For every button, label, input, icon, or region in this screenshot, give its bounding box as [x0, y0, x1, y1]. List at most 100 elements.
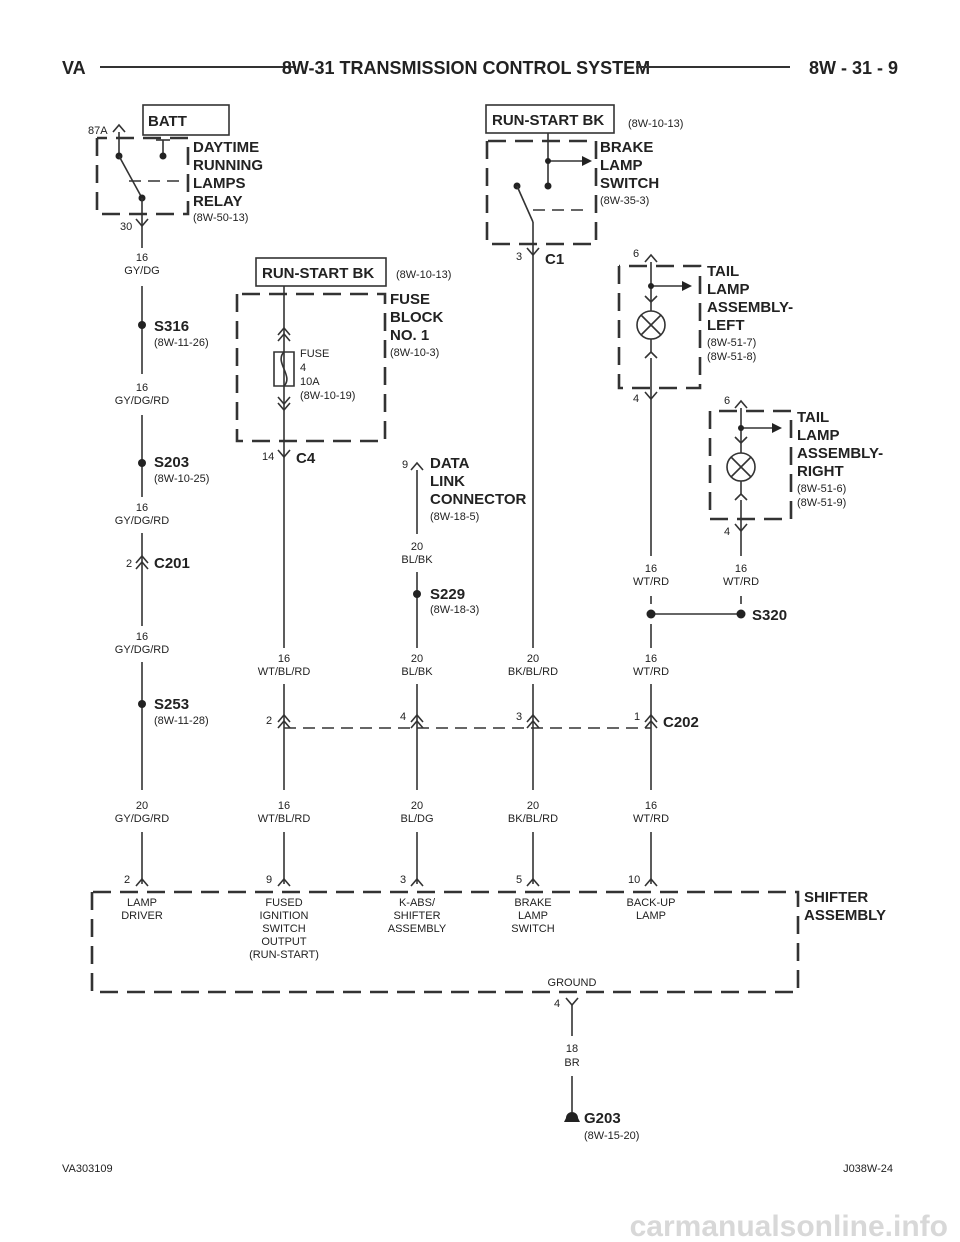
shifter-pin: 10	[628, 874, 640, 886]
ground-ref: (8W-15-20)	[584, 1130, 639, 1142]
wire-color: GY/DG/RD	[115, 395, 169, 407]
wire-color: WT/BL/RD	[258, 813, 311, 825]
wire-color: BL/BK	[401, 554, 433, 566]
shifter-input-brake-switch: SWITCH	[511, 923, 554, 935]
fuse-block-name-1: FUSE	[390, 291, 430, 308]
wire-gauge: 16	[136, 252, 148, 264]
footer-right: J038W-24	[843, 1163, 893, 1175]
wire-color: BK/BL/RD	[508, 813, 558, 825]
fuse-block: RUN-START BK (8W-10-13) FUSE 4 10A (8W-1…	[235, 257, 451, 884]
left-circuit: 16 GY/DG S316 (8W-11-26) 16 GY/DG/RD S20…	[115, 226, 209, 884]
wire-gauge: 16	[645, 800, 657, 812]
fuse-block-ref: (8W-10-3)	[390, 347, 439, 359]
tail-left-name-4: LEFT	[707, 317, 745, 334]
relay-ref: (8W-50-13)	[193, 212, 248, 224]
wire-gauge: 16	[136, 382, 148, 394]
rsbk-top-box	[485, 104, 615, 134]
shifter-pin: 3	[400, 874, 406, 886]
shifter-input-brake-switch: BRAKE	[514, 897, 551, 909]
dlc-name-2: LINK	[430, 473, 465, 490]
brake-switch-name-2: LAMP	[600, 157, 643, 174]
tail-left-name-3: ASSEMBLY-	[707, 299, 793, 316]
brake-switch-ref: (8W-35-3)	[600, 195, 649, 207]
splice-s229: S229	[430, 586, 465, 603]
wire-color: WT/RD	[723, 576, 759, 588]
wire-color: GY/DG/RD	[115, 644, 169, 656]
tail-right-name-2: LAMP	[797, 427, 840, 444]
shifter-input-fused-ignition: (RUN-START)	[249, 949, 319, 961]
wire-gauge: 16	[136, 502, 148, 514]
rsbk-top-label: RUN-START BK	[492, 112, 604, 129]
c202-pin: 3	[516, 711, 522, 723]
c202-pin: 1	[634, 711, 640, 723]
wire-color: WT/BL/RD	[258, 666, 311, 678]
wire-gauge: 20	[527, 800, 539, 812]
shifter-pin: 2	[124, 874, 130, 886]
tail-right-ref-1: (8W-51-6)	[797, 483, 846, 495]
splice-s229-ref: (8W-18-3)	[430, 604, 479, 616]
wire-color: WT/RD	[633, 576, 669, 588]
connector-c1: C1	[545, 251, 564, 268]
rsbk-source-box	[255, 257, 387, 287]
tail-right-name-3: ASSEMBLY-	[797, 445, 883, 462]
watermark: carmanualsonline.info	[630, 1210, 948, 1242]
wire-gauge: 20	[527, 653, 539, 665]
header-left: VA	[62, 58, 86, 78]
batt-label: BATT	[148, 113, 187, 130]
data-link-connector: 9 DATA LINK CONNECTOR (8W-18-5) 20 BL/BK…	[400, 455, 527, 884]
shifter-pin: 5	[516, 874, 522, 886]
connector-c202-group: 2 4 3 1 C202	[266, 711, 699, 731]
relay-pin-87a: 87A	[88, 125, 108, 137]
relay-name-2: RUNNING	[193, 157, 263, 174]
wire-color: GY/DG/RD	[115, 813, 169, 825]
c201-pin: 2	[126, 558, 132, 570]
wire-color: BL/DG	[400, 813, 433, 825]
brake-switch-pin: 3	[516, 251, 522, 263]
brake-switch-name-3: SWITCH	[600, 175, 659, 192]
splice-dot	[646, 609, 656, 619]
splice-dot	[138, 700, 146, 708]
ground-name: G203	[584, 1110, 621, 1127]
splice-dot	[736, 609, 746, 619]
page-footer: VA303109 J038W-24	[62, 1163, 893, 1175]
fuse-block-pin: 14	[262, 451, 274, 463]
fuse-label: FUSE	[300, 348, 329, 360]
splice-s203-ref: (8W-10-25)	[154, 473, 209, 485]
shifter-input-kabs: ASSEMBLY	[388, 923, 447, 935]
dlc-ref: (8W-18-5)	[430, 511, 479, 523]
splice-s253-ref: (8W-11-28)	[154, 715, 209, 727]
wire-color: WT/RD	[633, 666, 669, 678]
relay-name-3: LAMPS	[193, 175, 246, 192]
connector-c202: C202	[663, 714, 699, 731]
shifter-input-fused-ignition: OUTPUT	[261, 936, 307, 948]
tail-right-name-1: TAIL	[797, 409, 829, 426]
shifter-name-1: SHIFTER	[804, 889, 868, 906]
wire-gauge: 20	[411, 541, 423, 553]
tail-left-name-2: LAMP	[707, 281, 750, 298]
shifter-input-backup-lamp: BACK-UP	[627, 897, 676, 909]
shifter-input-lamp-driver: LAMP	[127, 897, 157, 909]
wire-color: GY/DG/RD	[115, 515, 169, 527]
shifter-pin: 9	[266, 874, 272, 886]
rsbk-fuse-ref: (8W-10-13)	[396, 269, 451, 281]
footer-left: VA303109	[62, 1163, 113, 1175]
wire-color: BR	[564, 1057, 579, 1069]
relay-name-1: DAYTIME	[193, 139, 259, 156]
wire-gauge: 20	[411, 800, 423, 812]
dlc-pin: 9	[402, 459, 408, 471]
splice-dot	[138, 321, 146, 329]
splice-s320-group: S320 16 WT/RD 16 WT/RD	[633, 607, 787, 884]
tail-right-name-4: RIGHT	[797, 463, 844, 480]
batt-source-box	[142, 104, 230, 136]
tail-left-name-1: TAIL	[707, 263, 739, 280]
connector-c4: C4	[296, 450, 316, 467]
tail-lamp-right: 6 4 TAIL LAMP ASSEMBLY- RIGHT (8W-51-6) …	[708, 395, 883, 604]
wire-gauge: 16	[735, 563, 747, 575]
shifter-name-2: ASSEMBLY	[804, 907, 886, 924]
c202-pin: 2	[266, 715, 272, 727]
tail-left-pin-top: 6	[633, 248, 639, 260]
shifter-input-fused-ignition: FUSED	[265, 897, 302, 909]
rsbk-fuse-label: RUN-START BK	[262, 265, 374, 282]
shifter-assembly: 2 9 3 5 10 LAMP DRIVER FUSED IGNITION SW…	[90, 874, 886, 1010]
